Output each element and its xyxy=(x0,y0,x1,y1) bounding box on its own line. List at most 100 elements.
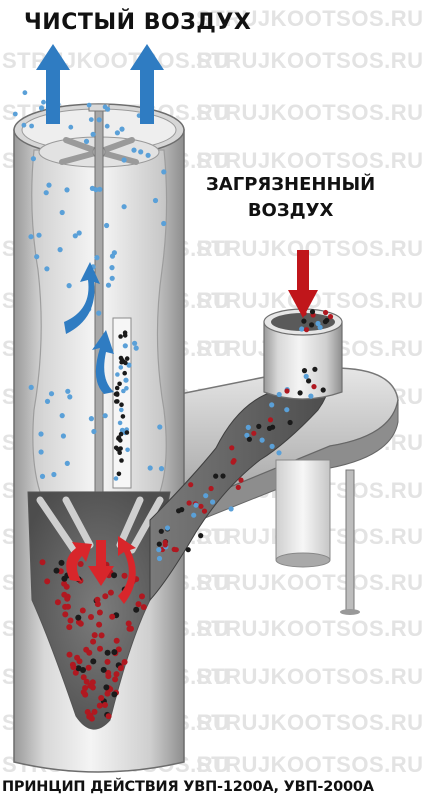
particle xyxy=(87,103,92,108)
particle xyxy=(156,547,161,552)
particle xyxy=(76,665,82,671)
particle xyxy=(40,474,45,479)
particle xyxy=(58,247,63,252)
particle xyxy=(133,607,139,613)
particle xyxy=(269,402,274,407)
particle xyxy=(298,390,303,395)
particle xyxy=(198,533,203,538)
particle xyxy=(328,314,333,319)
particle xyxy=(213,474,218,479)
particle xyxy=(55,599,61,605)
particle xyxy=(114,399,119,404)
particle xyxy=(110,276,115,281)
particle xyxy=(106,283,111,288)
particle xyxy=(122,371,127,376)
particle xyxy=(90,658,96,664)
particle xyxy=(136,601,142,607)
particle xyxy=(310,309,315,314)
particle xyxy=(119,458,124,463)
particle xyxy=(115,372,120,377)
particle xyxy=(97,117,102,122)
particle xyxy=(13,112,18,117)
particle xyxy=(134,346,139,351)
particle xyxy=(118,334,123,339)
particle xyxy=(31,156,36,161)
particle xyxy=(231,458,236,463)
particle xyxy=(73,233,78,238)
particle xyxy=(28,234,33,239)
clean-air-label: ЧИСТЫЙ ВОЗДУХ xyxy=(24,10,251,35)
particle xyxy=(40,559,46,565)
particle xyxy=(67,652,73,658)
particle xyxy=(122,573,128,579)
particle xyxy=(94,597,100,603)
particle xyxy=(128,626,134,632)
particle xyxy=(302,368,307,373)
particle xyxy=(148,465,153,470)
particle xyxy=(67,283,72,288)
particle xyxy=(139,593,145,599)
particle xyxy=(116,447,121,452)
particle xyxy=(246,425,251,430)
particle xyxy=(111,649,117,655)
particle xyxy=(102,702,108,708)
particle xyxy=(88,614,94,620)
dirty-air-label-line2: ВОЗДУХ xyxy=(206,198,375,224)
particle xyxy=(321,387,326,392)
particle xyxy=(38,431,43,436)
particle xyxy=(92,632,98,638)
particle xyxy=(105,650,111,656)
particle xyxy=(146,153,151,158)
particle xyxy=(86,650,92,656)
particle xyxy=(105,673,111,679)
particle xyxy=(75,615,81,621)
particle xyxy=(101,667,107,673)
particle xyxy=(288,420,293,425)
particle xyxy=(36,233,41,238)
particle xyxy=(97,703,103,709)
particle xyxy=(68,125,73,130)
particle xyxy=(122,157,127,162)
particle xyxy=(78,621,84,627)
particle xyxy=(125,430,130,435)
particle xyxy=(153,198,158,203)
particle xyxy=(96,622,102,628)
particle xyxy=(229,506,234,511)
particle xyxy=(256,424,261,429)
particle xyxy=(22,123,27,128)
particle xyxy=(163,540,168,545)
particle xyxy=(191,513,196,518)
particle xyxy=(122,659,128,665)
particle xyxy=(202,509,207,514)
particle xyxy=(186,547,191,552)
particle xyxy=(23,90,28,95)
particle xyxy=(157,556,162,561)
particle xyxy=(66,624,72,630)
particle xyxy=(141,604,147,610)
particle xyxy=(277,392,282,397)
particle xyxy=(62,611,68,617)
particle xyxy=(65,461,70,466)
particle xyxy=(91,132,96,137)
support-post xyxy=(276,460,360,615)
particle xyxy=(109,265,114,270)
particle xyxy=(161,221,166,226)
particle xyxy=(34,254,39,259)
particle xyxy=(70,664,76,670)
particle xyxy=(309,322,314,327)
particle xyxy=(115,391,120,396)
particle xyxy=(61,576,67,582)
particle xyxy=(29,385,34,390)
particle xyxy=(65,389,70,394)
particle xyxy=(284,388,289,393)
particle xyxy=(306,378,311,383)
particle xyxy=(114,476,119,481)
particle xyxy=(126,621,132,627)
particle xyxy=(51,472,56,477)
particle xyxy=(229,445,234,450)
particle xyxy=(103,105,108,110)
particle xyxy=(187,500,192,505)
particle xyxy=(220,473,225,478)
particle xyxy=(80,608,86,614)
